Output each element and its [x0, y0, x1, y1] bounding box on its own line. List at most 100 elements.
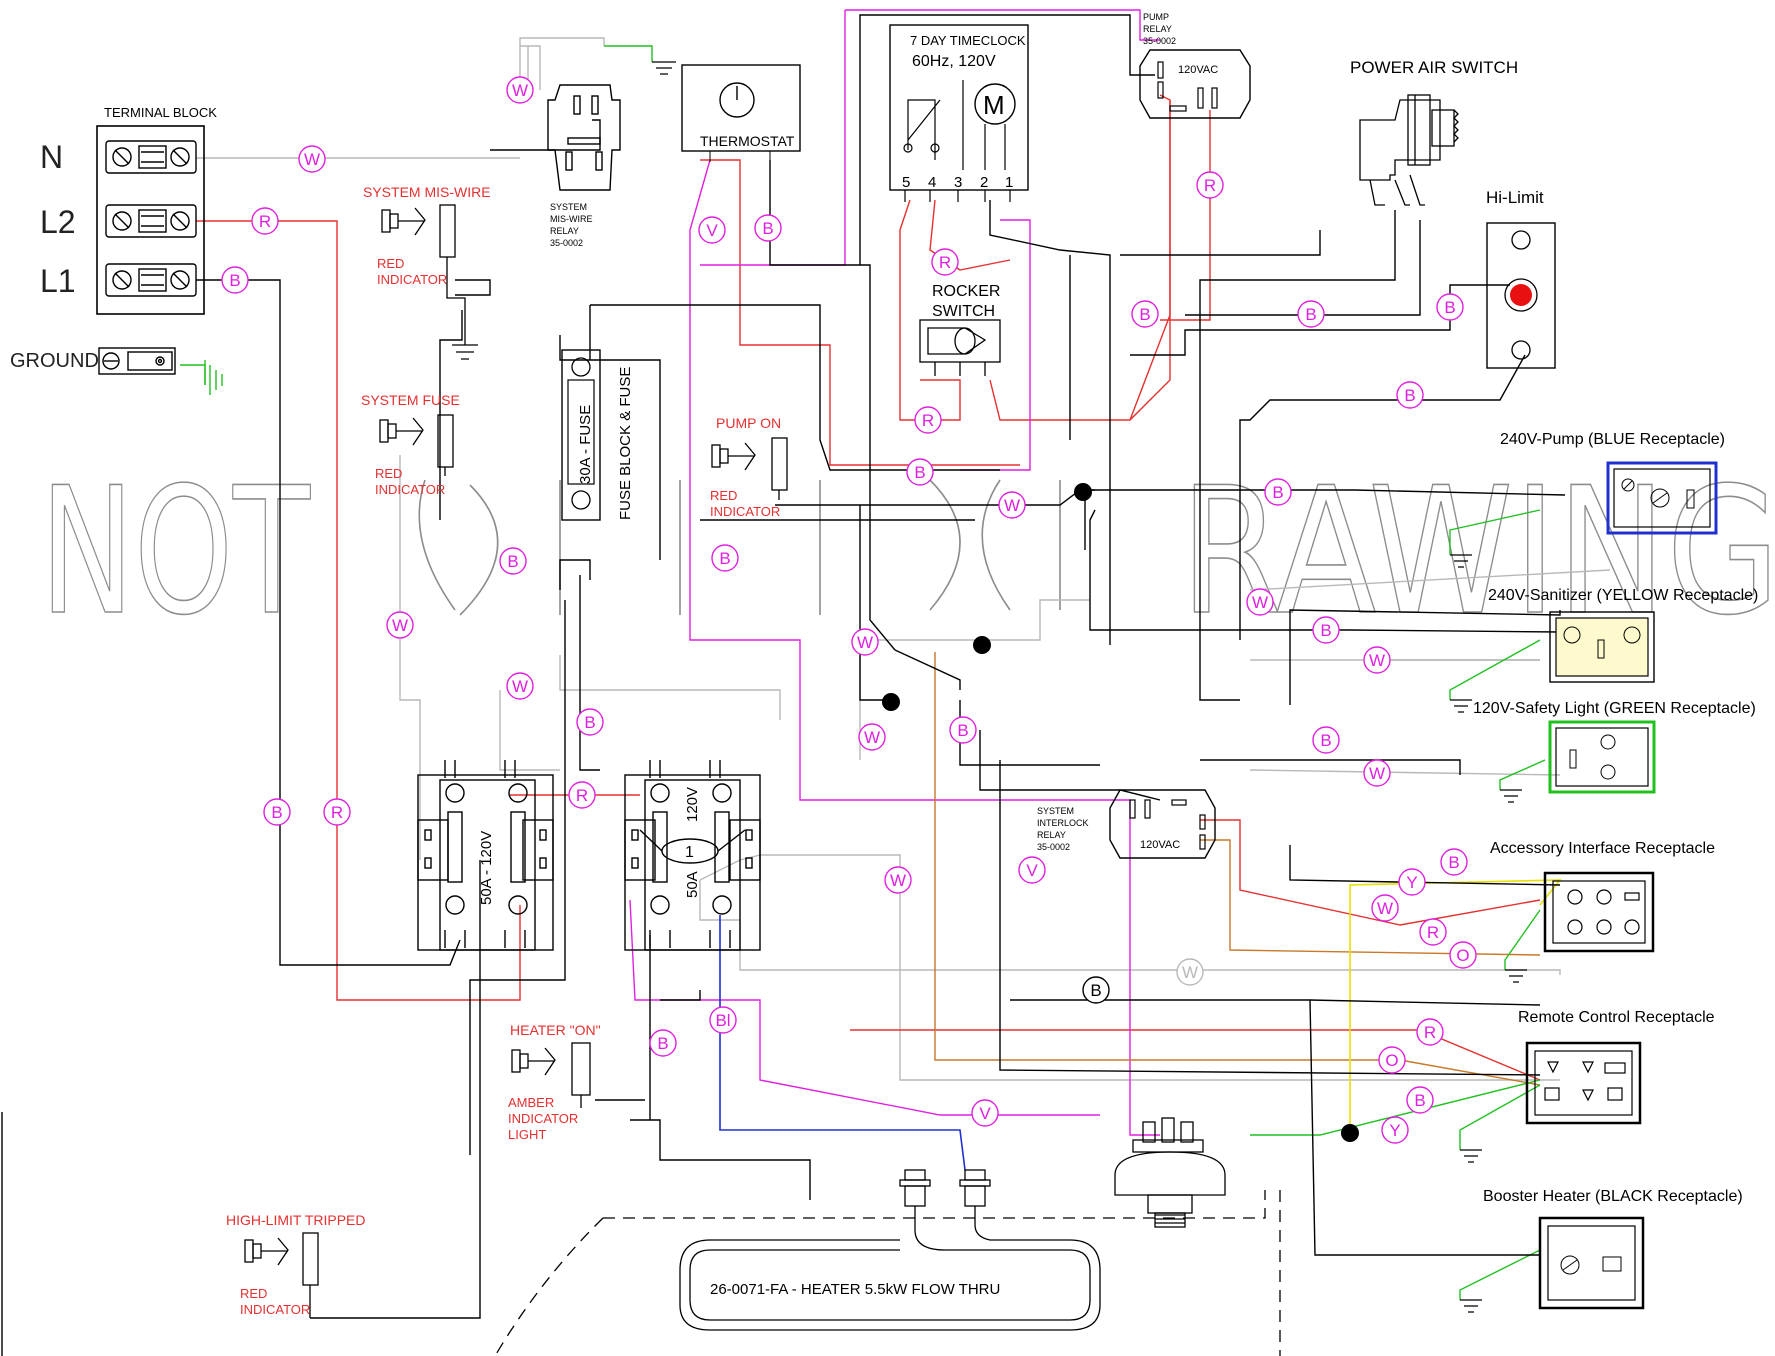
wire-code-label: W: [512, 81, 528, 100]
interlock-line-3: RELAY: [1037, 830, 1066, 840]
thermostat: THERMOSTAT: [681, 64, 801, 162]
terminal-n-label: N: [40, 139, 63, 175]
receptacle-remote: Remote Control Receptacle: [1518, 1009, 1715, 1125]
contactor-right-mark: 1: [685, 844, 694, 861]
receptacle-label: 120V-Safety Light (GREEN Receptacle): [1473, 700, 1756, 717]
wire-code-bubble: R: [323, 798, 351, 826]
receptacle-accessory: Accessory Interface Receptacle: [1490, 840, 1715, 953]
wire-code-bubble: B: [1297, 300, 1325, 328]
ground-terminal: [98, 347, 176, 375]
pump-relay-line-3: 35-0002: [1143, 36, 1176, 46]
indicator-title: PUMP ON: [716, 415, 781, 431]
fuse-block: 30A - FUSE FUSE BLOCK & FUSE: [561, 349, 634, 521]
wire-code-bubble: R: [1416, 1018, 1444, 1046]
wire-code-label: B: [1320, 731, 1331, 750]
indicator-sub1: RED: [240, 1286, 267, 1301]
relay-line-1: SYSTEM: [550, 202, 587, 212]
interlock-line-4: 35-0002: [1037, 842, 1070, 852]
indicator-heater-on: HEATER "ON" AMBER INDICATOR LIGHT: [508, 1022, 601, 1142]
wire-code-label: B: [1448, 853, 1459, 872]
indicator-sub1: RED: [710, 488, 737, 503]
terminal-block: TERMINAL BLOCK N L2 L1 GROUND: [10, 105, 223, 395]
wire-code-label: W: [392, 616, 408, 635]
pump-relay: PUMP RELAY 35-0002 120VAC: [1139, 12, 1251, 119]
watermark-left: NOT: [40, 451, 311, 654]
wire-code-label: B: [229, 271, 240, 290]
timeclock-motor: M: [983, 90, 1005, 120]
wires-gray: [196, 37, 1611, 1081]
wire-code-label: W: [1369, 651, 1385, 670]
terminal-l2: [105, 204, 197, 238]
wire-code-bubble: B: [1406, 1086, 1434, 1114]
wire-code-label: B: [1272, 483, 1283, 502]
wire-code-bubble: B: [1312, 616, 1340, 644]
hi-limit-label: Hi-Limit: [1486, 188, 1544, 207]
junction-dot: [1341, 1124, 1359, 1142]
wire-code-bubble: B: [906, 458, 934, 486]
junction-dot: [973, 636, 991, 654]
wire-code-bubble: R: [1419, 918, 1447, 946]
wire-code-bubble: Y: [1381, 1116, 1409, 1144]
indicator-sub3: LIGHT: [508, 1127, 546, 1142]
wire-code-label: R: [922, 411, 934, 430]
wire-code-label: B: [507, 552, 518, 571]
pressure-switch: [1114, 1117, 1226, 1228]
indicator-sub2: INDICATOR: [240, 1302, 310, 1317]
enclosure-boundary: [494, 1190, 1281, 1356]
wire-code-bubble: Y: [1398, 868, 1426, 896]
junction-dot: [1074, 483, 1092, 501]
wires-green: [180, 45, 1546, 1300]
contactor-right: 120V 1 50A: [624, 760, 761, 951]
wire-code-label: V: [1026, 861, 1038, 880]
wire-code-bubble: W: [1176, 958, 1204, 986]
wire-code-label: W: [857, 633, 873, 652]
contactor-right-top: 120V: [684, 787, 701, 822]
indicator-sub1: AMBER: [508, 1095, 554, 1110]
junction-dots: [882, 483, 1359, 1142]
wire-code-bubble: W: [1363, 759, 1391, 787]
wire-code-bubble: R: [914, 406, 942, 434]
indicator-sub2: INDICATOR: [377, 272, 447, 287]
terminal-n: [105, 140, 197, 174]
terminal-l1-label: L1: [40, 263, 76, 299]
wire-code-label: B: [657, 1034, 668, 1053]
wire-code-label: B: [762, 219, 773, 238]
receptacle-label: 240V-Pump (BLUE Receptacle): [1500, 431, 1725, 448]
wire-code-bubble: R: [251, 207, 279, 235]
wire-code-label: Y: [1389, 1121, 1400, 1140]
indicator-title: SYSTEM FUSE: [361, 392, 460, 408]
wire-code-bubble: B: [949, 716, 977, 744]
relay-line-2: MIS-WIRE: [550, 214, 593, 224]
wire-code-bubble: W: [1246, 588, 1274, 616]
timeclock: 7 DAY TIMECLOCK 60Hz, 120V M 5 4 3 2 1: [889, 24, 1029, 202]
pump-relay-line-2: RELAY: [1143, 24, 1172, 34]
wire-code-bubble: B: [1396, 381, 1424, 409]
receptacle-label: Remote Control Receptacle: [1518, 1009, 1715, 1026]
contactor-left: 50A - 120V: [417, 760, 554, 951]
wire-code-label: W: [1004, 496, 1020, 515]
rocker-switch-label-1: ROCKER: [932, 283, 1000, 300]
wire-code-bubble: R: [568, 781, 596, 809]
wire-code-bubble: B: [1440, 848, 1468, 876]
hi-limit-reset-button: [1510, 284, 1532, 306]
wire-code-bubble: V: [971, 1099, 999, 1127]
wire-code-bubble: V: [1018, 856, 1046, 884]
wire-code-bubble: R: [1196, 171, 1224, 199]
relay-line-3: RELAY: [550, 226, 579, 236]
wire-code-bubble: W: [858, 723, 886, 751]
timeclock-terminal-4: 4: [928, 174, 936, 191]
wire-code-label: W: [890, 871, 906, 890]
receptacle-label: Accessory Interface Receptacle: [1490, 840, 1715, 857]
wire-code-bubble: W: [506, 672, 534, 700]
interlock-line-2: INTERLOCK: [1037, 818, 1089, 828]
terminal-l2-label: L2: [40, 204, 76, 240]
wire-code-bubble: W: [851, 628, 879, 656]
fuse-block-label: FUSE BLOCK & FUSE: [617, 367, 634, 520]
receptacle-grounds: [652, 61, 1527, 1313]
wires-black: [196, 14, 1566, 1319]
wire-code-label: W: [1252, 593, 1268, 612]
wire-code-label: B: [719, 549, 730, 568]
wire-code-label: B: [1320, 621, 1331, 640]
wire-code-bubble: B: [221, 266, 249, 294]
